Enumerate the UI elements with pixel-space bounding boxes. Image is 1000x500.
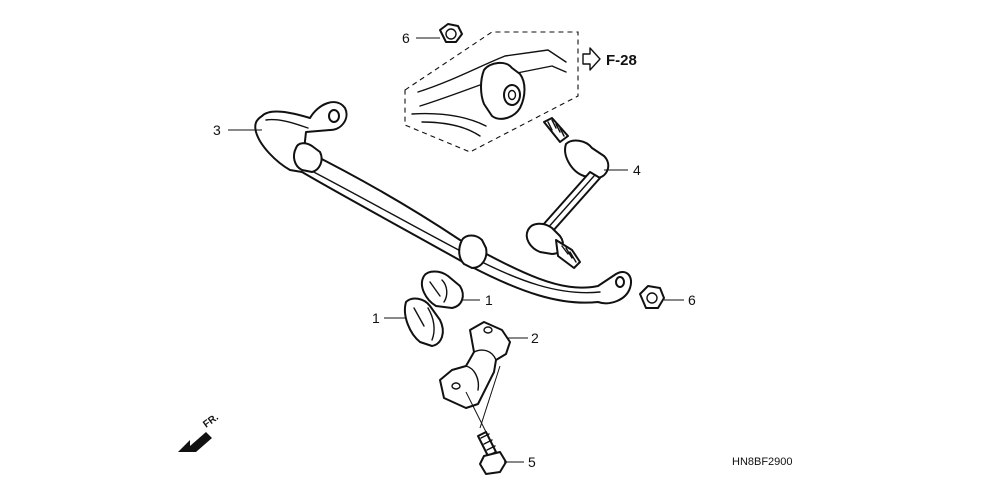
bar-end-hole-right (615, 276, 625, 288)
guide-line-a (465, 391, 487, 433)
reference-label: F-28 (606, 52, 637, 69)
holder-bottom-hole (451, 382, 461, 390)
upper-stud (543, 117, 569, 143)
callout-4: 4 (633, 162, 641, 178)
holder-top-hole (483, 326, 493, 334)
bushing-holder: 2 (439, 321, 539, 433)
bushing-lower: 1 (372, 297, 444, 347)
frame-rail-lower (411, 112, 487, 137)
bar-band-right (458, 234, 488, 269)
stabilizer-link: 4 (525, 117, 641, 269)
flange-nut-top: 6 (402, 23, 463, 46)
upper-ball-joint (564, 139, 610, 179)
bar-highlight (265, 118, 601, 294)
flange-bolt: 5 (477, 431, 536, 475)
callout-5: 5 (528, 454, 536, 470)
callout-3: 3 (213, 122, 221, 138)
stabilizer-bar: 3 (213, 101, 632, 305)
bracket-hole (503, 84, 521, 106)
callout-2: 2 (531, 330, 539, 346)
callout-6b: 6 (688, 292, 696, 308)
reference-arrow: F-28 (582, 47, 637, 71)
stabilizer-bar-body (254, 101, 632, 305)
bracket-hole-inner (507, 89, 517, 101)
drawing-code: HN8BF2900 (732, 456, 793, 468)
front-direction-label: FR. (201, 412, 221, 430)
detail-box-outline (404, 31, 579, 153)
outline-arrow-icon (582, 47, 601, 71)
callout-1a: 1 (372, 310, 380, 326)
front-direction-indicator: FR. (178, 412, 221, 452)
callout-1b: 1 (485, 292, 493, 308)
bar-end-hole (328, 109, 340, 123)
bar-band-left (293, 142, 323, 173)
front-arrow-icon (178, 432, 212, 452)
callout-6a: 6 (402, 30, 410, 46)
frame-detail-inset (404, 31, 579, 153)
flange-nut-right: 6 (639, 285, 696, 309)
bushing-upper: 1 (420, 270, 493, 309)
guide-line-b (479, 365, 501, 429)
